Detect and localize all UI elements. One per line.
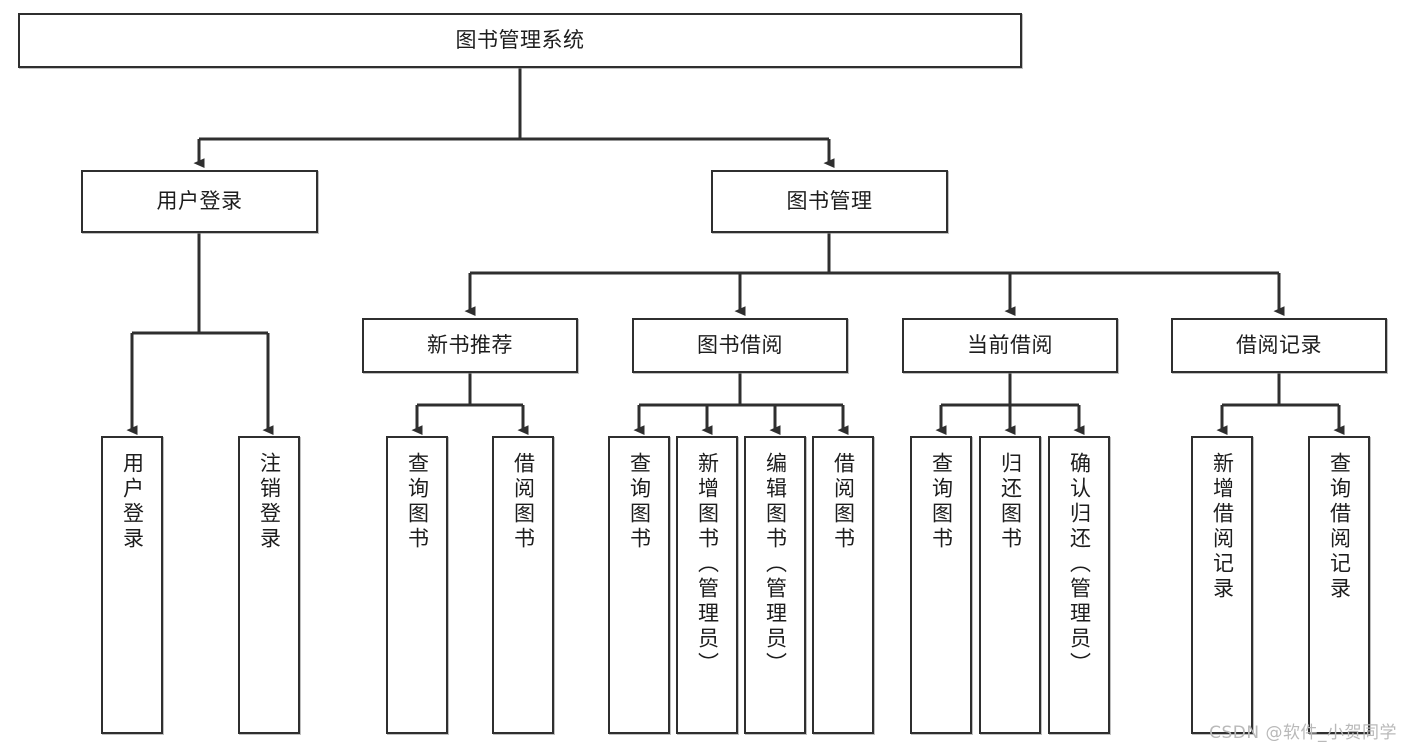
node-leaf-return-book-label: 归还图书 <box>998 452 1023 552</box>
node-leaf-edit-book-label: 编辑图书（管理员） <box>763 452 788 677</box>
node-leaf-logout-label: 注销登录 <box>257 452 282 552</box>
node-leaf-query-book-2-label: 查询图书 <box>627 452 652 552</box>
node-leaf-query-record-label: 查询借阅记录 <box>1327 452 1352 602</box>
node-root-label: 图书管理系统 <box>455 28 585 53</box>
node-leaf-borrow-book-2[interactable]: 借阅图书 <box>812 436 874 734</box>
node-leaf-confirm-return[interactable]: 确认归还（管理员） <box>1048 436 1110 734</box>
node-book-manage[interactable]: 图书管理 <box>711 170 948 233</box>
node-leaf-query-book-1[interactable]: 查询图书 <box>386 436 448 734</box>
node-leaf-borrow-book-1[interactable]: 借阅图书 <box>492 436 554 734</box>
node-borrow-record[interactable]: 借阅记录 <box>1171 318 1387 373</box>
node-leaf-user-login-label: 用户登录 <box>120 452 145 552</box>
node-leaf-query-book-2[interactable]: 查询图书 <box>608 436 670 734</box>
node-borrow-record-label: 借阅记录 <box>1236 333 1322 358</box>
node-current-borrow[interactable]: 当前借阅 <box>902 318 1118 373</box>
node-leaf-user-login[interactable]: 用户登录 <box>101 436 163 734</box>
node-root[interactable]: 图书管理系统 <box>18 13 1022 68</box>
node-leaf-query-record[interactable]: 查询借阅记录 <box>1308 436 1370 734</box>
node-book-borrow[interactable]: 图书借阅 <box>632 318 848 373</box>
node-leaf-query-book-3[interactable]: 查询图书 <box>910 436 972 734</box>
node-leaf-return-book[interactable]: 归还图书 <box>979 436 1041 734</box>
node-leaf-add-record-label: 新增借阅记录 <box>1210 452 1235 602</box>
node-leaf-query-book-3-label: 查询图书 <box>929 452 954 552</box>
node-leaf-add-record[interactable]: 新增借阅记录 <box>1191 436 1253 734</box>
node-current-borrow-label: 当前借阅 <box>967 333 1053 358</box>
node-user-login[interactable]: 用户登录 <box>81 170 318 233</box>
node-leaf-borrow-book-1-label: 借阅图书 <box>511 452 536 552</box>
node-book-borrow-label: 图书借阅 <box>697 333 783 358</box>
node-leaf-add-book[interactable]: 新增图书（管理员） <box>676 436 738 734</box>
node-new-book-rec[interactable]: 新书推荐 <box>362 318 578 373</box>
watermark-text: CSDN @软件_小贺同学 <box>1209 723 1397 743</box>
node-book-manage-label: 图书管理 <box>786 189 873 214</box>
node-leaf-logout[interactable]: 注销登录 <box>238 436 300 734</box>
node-leaf-confirm-return-label: 确认归还（管理员） <box>1067 452 1092 677</box>
node-leaf-add-book-label: 新增图书（管理员） <box>695 452 720 677</box>
node-leaf-borrow-book-2-label: 借阅图书 <box>831 452 856 552</box>
node-user-login-label: 用户登录 <box>156 189 243 214</box>
node-leaf-edit-book[interactable]: 编辑图书（管理员） <box>744 436 806 734</box>
node-leaf-query-book-1-label: 查询图书 <box>405 452 430 552</box>
node-new-book-rec-label: 新书推荐 <box>427 333 513 358</box>
